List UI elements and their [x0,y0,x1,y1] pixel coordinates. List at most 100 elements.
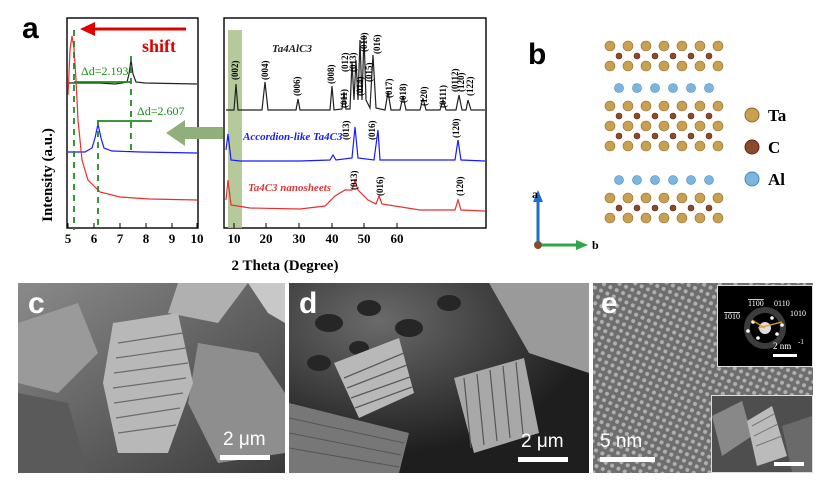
axis-b-label: b [592,238,599,252]
ta-atom [622,192,634,204]
series-label-nanosheets: Ta4C3 nanosheets [248,182,331,194]
ta-atom [604,140,616,152]
ta-atom [640,140,652,152]
svg-text:50: 50 [358,231,371,246]
svg-text:(122): (122) [465,77,475,97]
series-label-accordion: Accordion-like Ta4C3 [242,131,343,143]
shift-arrow-head [80,22,95,36]
ta-atom [622,100,634,112]
svg-text:(013): (013) [349,171,359,191]
shift-label: shift [142,36,176,56]
scale-bar-d [518,457,568,462]
ta-atom [640,192,652,204]
ta-atom [658,100,670,112]
c-atom [633,112,641,120]
left-traces [67,35,198,201]
fft-scale-bar [773,354,797,357]
svg-text:(010): (010) [359,33,369,53]
svg-text:(120): (120) [451,119,461,139]
axis-a-head [533,190,543,202]
svg-text:(004): (004) [260,61,270,81]
panel-label-a: a [22,12,39,45]
fft-spot-label-3: 1010 [724,312,740,321]
ta-atom [712,40,724,52]
ta-atom [694,60,706,72]
legend-ta-label: Ta [768,106,787,125]
ta-atom [658,192,670,204]
ta-atom [622,140,634,152]
al-atom [686,83,696,93]
left-plot-frame [66,17,199,229]
ta-atom [712,100,724,112]
al-atom [704,175,714,185]
ta-atom [712,120,724,132]
ta-atom [604,40,616,52]
ta-atom [694,140,706,152]
right-traces [225,34,486,212]
fft-spot-label-2: 0110 [774,299,790,308]
al-atom [614,175,624,185]
legend-c-label: C [768,138,780,157]
ta-atom [694,40,706,52]
legend-c-swatch [744,139,760,155]
ta-atom [712,140,724,152]
left-x-ticks: 5 6 7 8 9 10 [65,223,204,246]
svg-text:5: 5 [65,231,72,246]
c-atom [633,204,641,212]
al-atom [650,175,660,185]
scale-label-e: 5 nm [600,431,643,452]
left-trace-nanosheets [67,35,198,201]
fft-spot-label-4: 1010 [790,309,806,318]
svg-text:(006): (006) [292,77,302,97]
dashed-markers [73,30,132,230]
ta-atom [604,120,616,132]
ta-atom [640,120,652,132]
svg-text:(120): (120) [455,177,465,197]
xrd-figure: Intensity (a.u.) shift Δd=2.193 Δd=2.607… [40,17,487,274]
sem-inset-scale-bar [774,462,804,466]
svg-text:(012): (012) [340,53,350,73]
svg-text:20: 20 [260,231,273,246]
panel-label-e: e [601,287,618,320]
ta-atom [640,100,652,112]
c-atom [651,52,659,60]
peak-labels-nanosheets: (013) (016) (120) [349,171,465,197]
al-atom [632,175,642,185]
svg-text:(014): (014) [355,77,365,97]
svg-text:(018): (018) [398,84,408,104]
svg-text:(002): (002) [230,61,240,81]
svg-text:(013): (013) [341,121,351,141]
x-axis-label: 2 Theta (Degree) [232,258,339,274]
ta-atom [658,40,670,52]
svg-text:(016): (016) [367,121,377,141]
c-atom [669,52,677,60]
c-atom [705,132,713,140]
structure-legend: Ta C Al [744,106,787,189]
scale-label-d: 2 μm [521,431,564,452]
c-atom [669,204,677,212]
series-label-max: Ta4AlC3 [272,43,312,55]
svg-text:(011): (011) [339,89,349,108]
ta-atom [658,212,670,224]
ta-atom [694,212,706,224]
al-atom [668,83,678,93]
ta-atom [712,212,724,224]
c-atom [687,112,695,120]
svg-text:9: 9 [169,231,176,246]
left-trace-max [68,59,198,85]
svg-text:(120): (120) [456,73,466,93]
right-trace-max [226,34,485,111]
svg-text:6: 6 [91,231,98,246]
al-atom [650,83,660,93]
ta-atom [622,120,634,132]
ta-atom [676,140,688,152]
al-atom [704,83,714,93]
highlight-band [228,30,242,228]
ta-atom [676,100,688,112]
svg-text:7: 7 [117,231,124,246]
panel-label-d: d [299,287,318,320]
al-atom [614,83,624,93]
ta-atom [658,120,670,132]
ta-atom [676,192,688,204]
ta-atom [676,120,688,132]
